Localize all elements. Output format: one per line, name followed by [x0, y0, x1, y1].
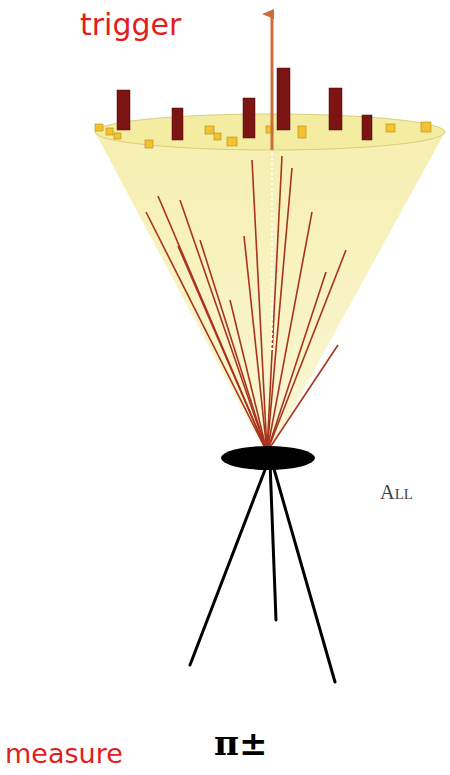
calorimeter-hits [95, 122, 431, 148]
asymmetry-label: ALL [380, 482, 413, 502]
pion-label: π± [214, 726, 267, 760]
trigger-label: trigger [80, 10, 181, 40]
jet-cone [95, 132, 445, 456]
calorimeter-towers [117, 68, 372, 140]
measure-label: measure [5, 740, 123, 767]
hadron-tracks [190, 462, 335, 682]
trigger-arrow [271, 14, 274, 150]
particle-tracks [146, 156, 346, 452]
cone-rim [95, 114, 445, 150]
vertex-blob [221, 446, 315, 470]
